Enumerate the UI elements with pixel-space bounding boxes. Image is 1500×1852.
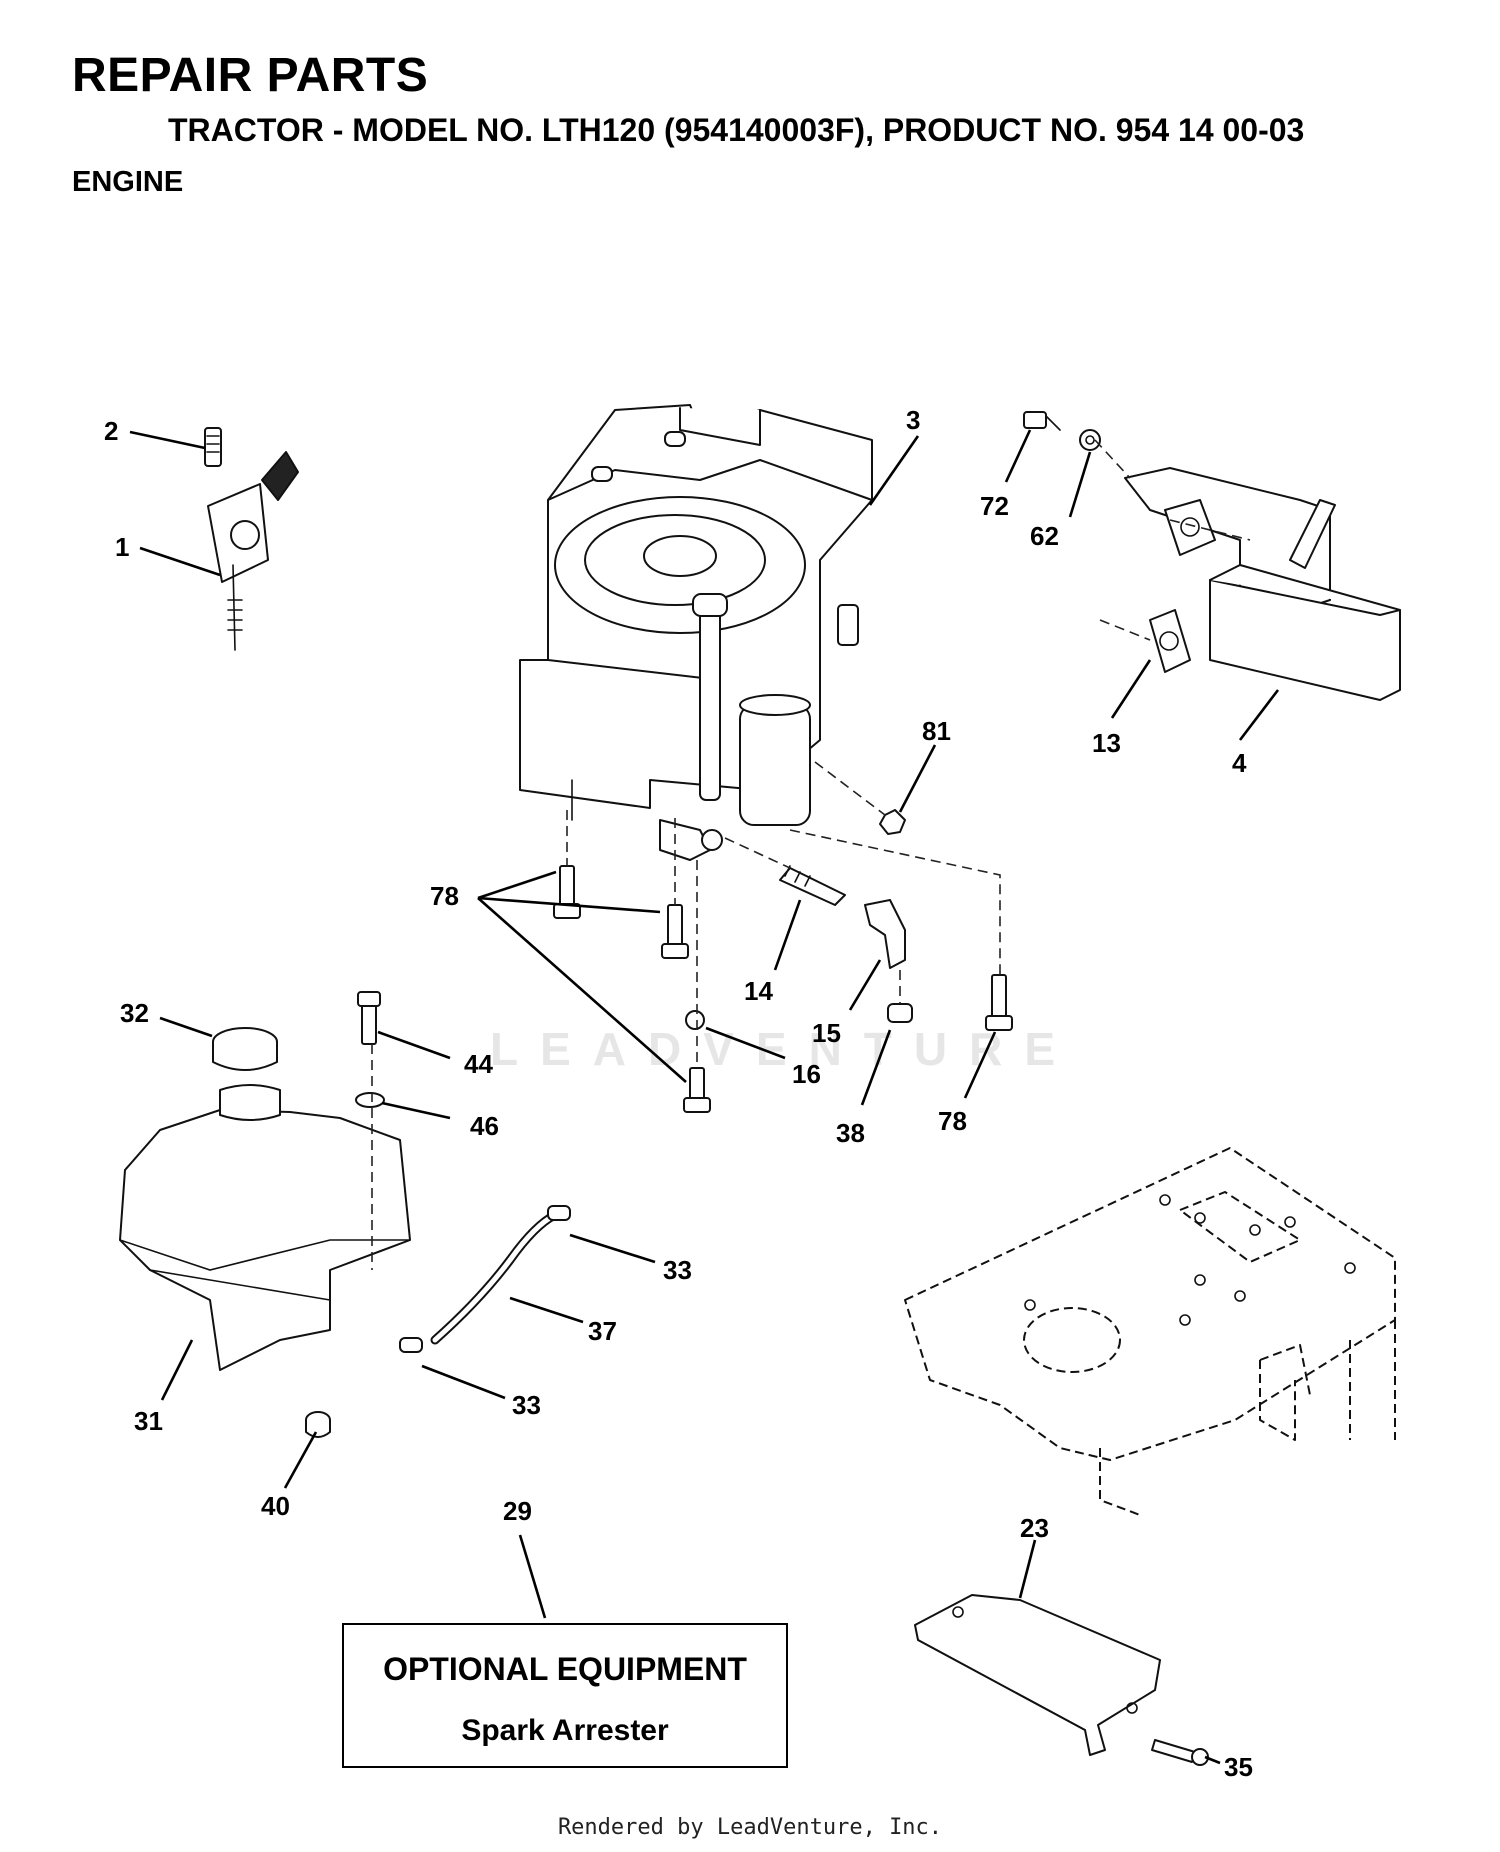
callout-29: 29 xyxy=(503,1496,532,1526)
optional-equipment-item: Spark Arrester xyxy=(461,1714,669,1747)
callout-16: 16 xyxy=(792,1059,821,1089)
callout-3: 3 xyxy=(906,405,920,435)
callout-4: 4 xyxy=(1232,748,1247,778)
callout-37: 37 xyxy=(588,1316,617,1346)
throttle-control-drawing xyxy=(204,427,299,651)
callout-78-right: 78 xyxy=(938,1106,967,1136)
callout-33-lower: 33 xyxy=(512,1390,541,1420)
callout-23: 23 xyxy=(1020,1513,1049,1543)
callout-numbers: 2 1 3 72 62 13 4 81 78 14 15 16 38 78 32… xyxy=(104,405,1253,1782)
callout-78-left: 78 xyxy=(430,881,459,911)
watermark-text: LEADVENTURE xyxy=(490,1023,1078,1075)
callout-13: 13 xyxy=(1092,728,1121,758)
callout-1: 1 xyxy=(115,532,129,562)
leader-lines xyxy=(129,429,1280,1765)
model-subtitle: TRACTOR - MODEL NO. LTH120 (954140003F),… xyxy=(168,112,1305,148)
callout-32: 32 xyxy=(120,998,149,1028)
spark-arrester-shield-drawing xyxy=(914,1594,1209,1766)
section-title: ENGINE xyxy=(72,166,184,198)
engine-drawing xyxy=(519,404,873,861)
callout-31: 31 xyxy=(134,1406,163,1436)
callout-40: 40 xyxy=(261,1491,290,1521)
render-credit-footer: Rendered by LeadVenture, Inc. xyxy=(557,1815,943,1840)
callout-81: 81 xyxy=(922,716,951,746)
callout-35: 35 xyxy=(1224,1752,1253,1782)
callout-72: 72 xyxy=(980,491,1009,521)
optional-equipment-heading: OPTIONAL EQUIPMENT xyxy=(383,1651,747,1687)
callout-62: 62 xyxy=(1030,521,1059,551)
engine-hardware-drawing xyxy=(553,761,1013,1113)
callout-33-upper: 33 xyxy=(663,1255,692,1285)
page-title: REPAIR PARTS xyxy=(72,49,429,102)
fuel-tank-drawing xyxy=(119,991,571,1438)
callout-14: 14 xyxy=(744,976,773,1006)
callout-15: 15 xyxy=(812,1018,841,1048)
optional-equipment-box: OPTIONAL EQUIPMENT Spark Arrester xyxy=(342,1623,788,1768)
callout-44: 44 xyxy=(464,1049,493,1079)
muffler-drawing xyxy=(1023,411,1401,701)
callout-46: 46 xyxy=(470,1111,499,1141)
callout-2: 2 xyxy=(104,416,118,446)
frame-drawing-dashed xyxy=(904,1147,1396,1516)
callout-38: 38 xyxy=(836,1118,865,1148)
